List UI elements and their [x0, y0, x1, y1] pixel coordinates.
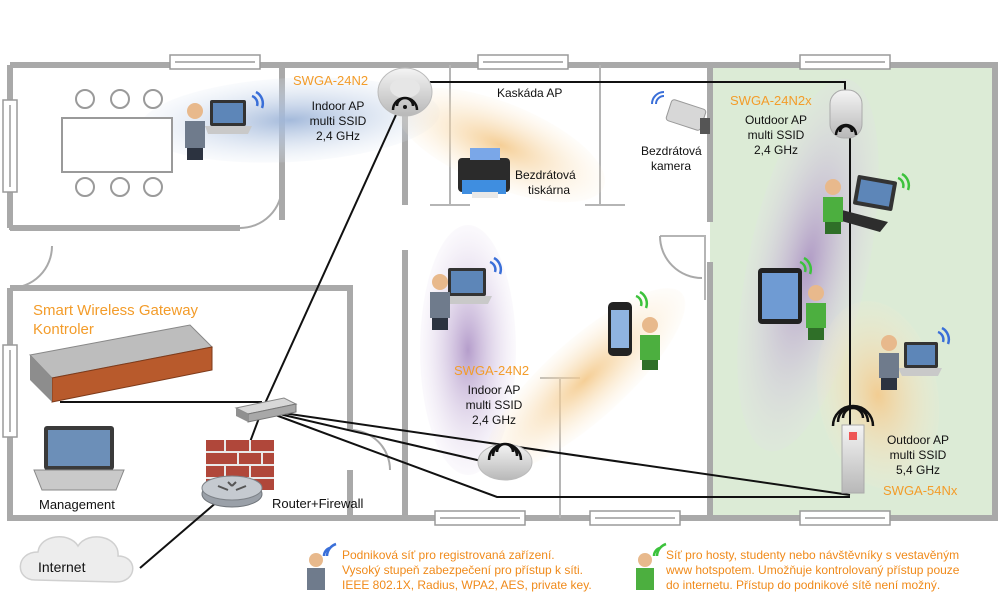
management-label: Management: [39, 497, 115, 512]
person-icon-guest: [636, 179, 843, 590]
ap-top-left-line-1: Indoor AP: [311, 99, 365, 113]
ap-middle-line-3: 2,4 GHz: [471, 413, 516, 427]
laptop-icon-outdoor-bottom: [898, 342, 942, 376]
legend-guest-line-3: do internetu. Přístup do podnikové sítě …: [666, 578, 941, 592]
access-point-swga-24n2-top: [377, 67, 433, 117]
management-laptop-icon: [33, 426, 125, 491]
ap-outdoor-24-line-3: 2,4 GHz: [753, 143, 798, 157]
ap-outdoor-54-line-3: 5,4 GHz: [895, 463, 940, 477]
ap-top-left-line-2: multi SSID: [309, 114, 367, 128]
legend-corporate-line-1: Podniková síť pro registrovaná zařízení.: [342, 548, 555, 562]
internet-cloud-icon: [19, 536, 134, 583]
camera-label-1: Bezdrátová: [641, 144, 702, 158]
meeting-table: [61, 89, 173, 197]
person-icon-corporate: [185, 103, 899, 590]
coverage-orange-zone-mid: [484, 288, 686, 472]
router-label: Router+Firewall: [272, 496, 364, 511]
controller-title-1: Smart Wireless Gateway: [33, 302, 199, 319]
controller-title-2: Kontroler: [33, 321, 94, 338]
coverage-orange-zone-top: [394, 87, 606, 203]
access-point-swga-24n2x: [829, 89, 863, 139]
wifi-signal-icons-blue: [251, 90, 951, 557]
legend-corporate-line-2: Vysoký stupeň zabezpečení pro přístup k …: [342, 563, 584, 577]
access-point-swga-54nx: [831, 404, 875, 494]
router-firewall-icon: [201, 440, 274, 508]
laptop-icon-outdoor-top: [838, 175, 897, 232]
ap-middle-model: SWGA-24N2: [454, 363, 530, 378]
laptop-icon-middle: [444, 268, 492, 304]
ap-outdoor-24-line-1: Outdoor AP: [744, 113, 808, 127]
cascade-label: Kaskáda AP: [497, 86, 563, 100]
coverage-blue-zone: [140, 77, 440, 163]
coverage-purple-zone-outdoor: [737, 78, 879, 452]
ap-top-left-line-3: 2,4 GHz: [315, 129, 360, 143]
ap-outdoor-24-model: SWGA-24N2x: [730, 93, 812, 108]
access-point-swga-24n2-middle: [477, 442, 533, 481]
ap-outdoor-54-model: SWGA-54Nx: [883, 483, 958, 498]
ap-outdoor-54-line-1: Outdoor AP: [886, 433, 950, 447]
camera-label-2: kamera: [651, 159, 692, 173]
legend-guest-line-1: Síť pro hosty, studenty nebo návštěvníky…: [666, 548, 960, 562]
printer-label-1: Bezdrátová: [515, 168, 576, 182]
legend-guest-line-2: www hotspotem. Umožňuje kontrolovaný pří…: [666, 563, 960, 577]
printer-label-2: tiskárna: [528, 183, 571, 197]
laptop-icon-top-left: [205, 100, 252, 134]
switch-icon: [234, 397, 298, 423]
smartphone-icon: [608, 302, 632, 356]
printer-icon: [458, 148, 510, 198]
ap-top-left-model: SWGA-24N2: [293, 73, 369, 88]
tablet-icon: [758, 268, 802, 324]
door-arcs: [9, 185, 703, 471]
gateway-controller-icon: [29, 324, 214, 403]
ap-outdoor-54-line-2: multi SSID: [889, 448, 947, 462]
internet-label: Internet: [38, 559, 86, 575]
windows: [2, 54, 891, 526]
legend-corporate-line-3: IEEE 802.1X, Radius, WPA2, AES, private …: [342, 578, 592, 592]
ap-middle-line-2: multi SSID: [465, 398, 523, 412]
ap-outdoor-24-line-2: multi SSID: [747, 128, 805, 142]
ap-middle-line-1: Indoor AP: [467, 383, 521, 397]
wifi-signal-icons-green: [635, 172, 911, 557]
camera-icon: [651, 91, 710, 134]
